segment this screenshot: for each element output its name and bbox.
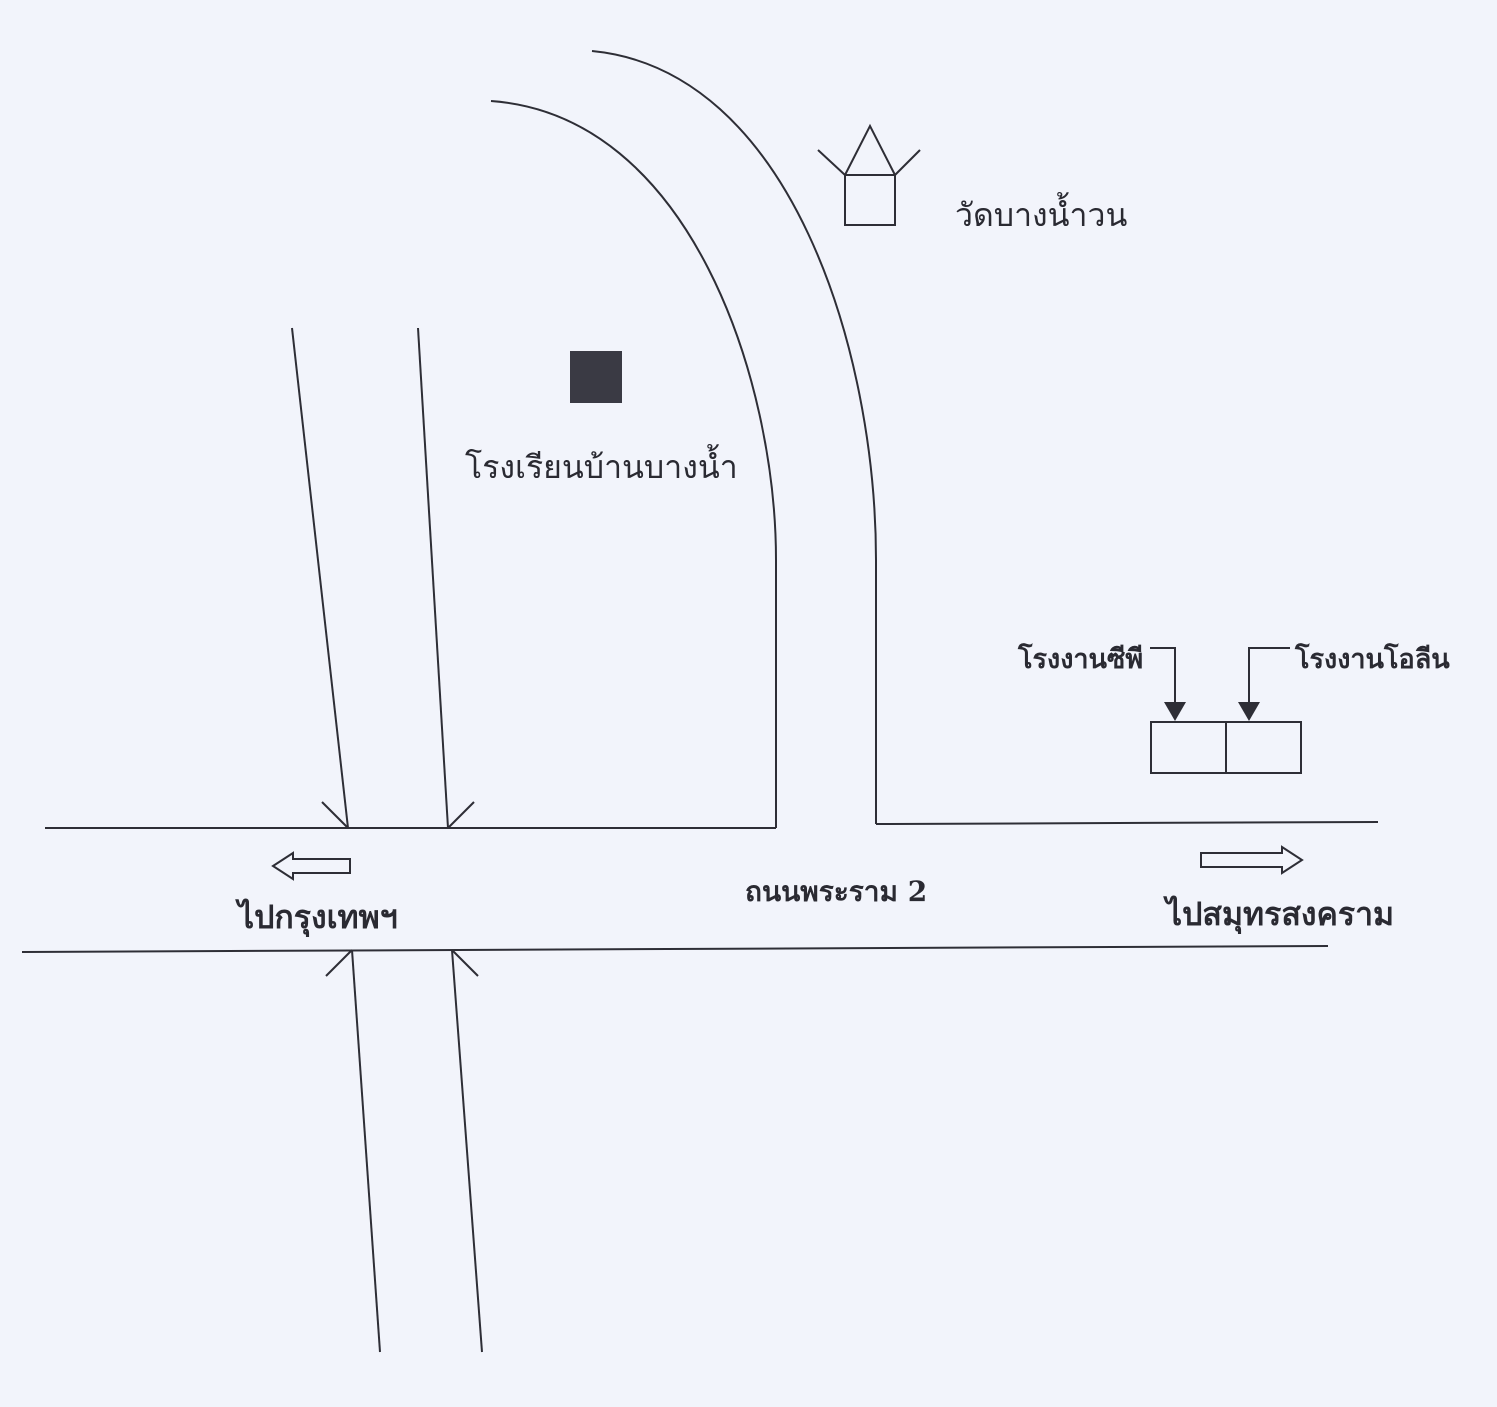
main-road [21, 821, 1379, 953]
to-bangkok-label: ไปกรุงเทพฯ [235, 898, 398, 938]
side-road-crossing [291, 327, 483, 1353]
main-road-label: ถนนพระราม 2 [745, 875, 927, 908]
school-marker-icon [570, 351, 622, 403]
factory-olene-label: โรงงานโอลีน [1294, 642, 1450, 675]
to-samut-songkhram-label: ไปสมุทรสงคราม [1163, 895, 1394, 935]
arrow-left-icon [271, 851, 351, 881]
factory-cp-label: โรงงานซีพี [1017, 642, 1143, 675]
factory-olene-pointer-icon [1238, 647, 1290, 721]
school-label: โรงเรียนบ้านบางน้ำ [465, 444, 738, 486]
temple-icon [817, 123, 921, 226]
factory-cp-pointer-icon [1150, 647, 1186, 721]
curved-road [490, 50, 877, 828]
temple-label: วัดบางน้ำวน [955, 192, 1127, 234]
arrow-right-icon [1200, 845, 1304, 875]
factory-buildings-icon [1150, 721, 1302, 774]
